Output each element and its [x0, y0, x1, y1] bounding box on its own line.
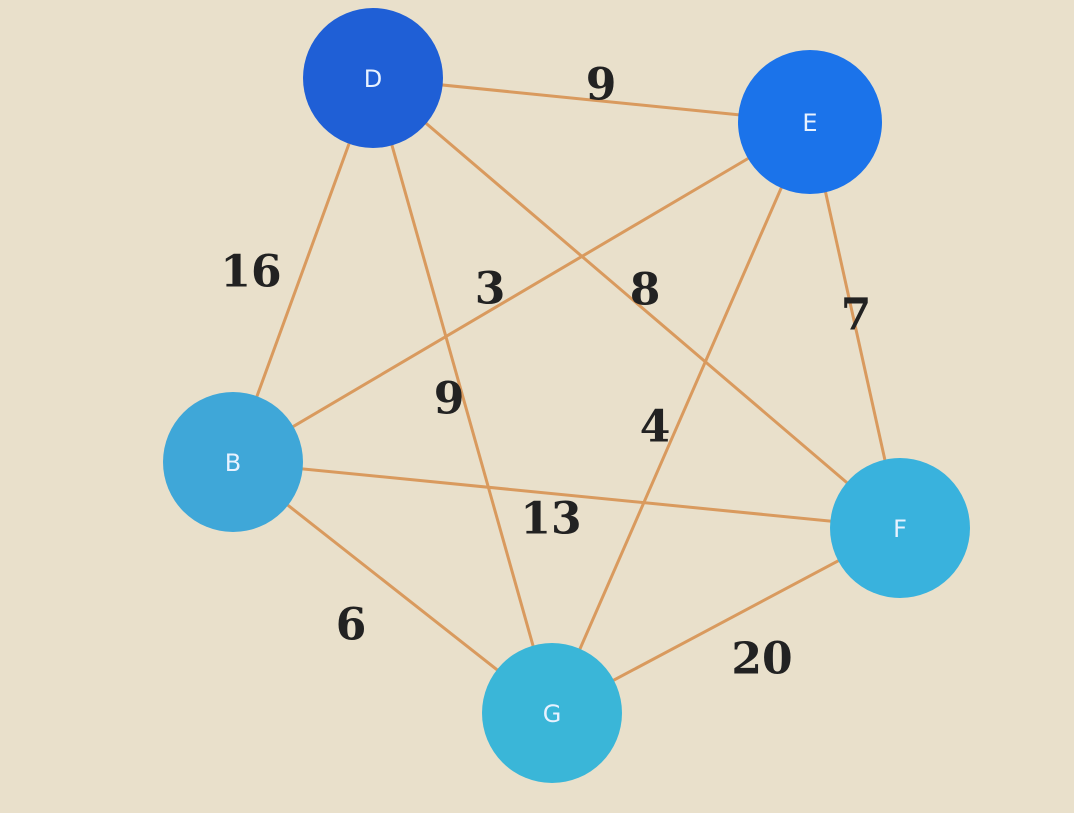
- edge-weight-d-g: 9: [434, 374, 465, 425]
- node-circle-g: [482, 643, 622, 783]
- node-d: D: [303, 8, 443, 148]
- edge-weight-d-f: 8: [630, 265, 661, 316]
- edge-d-e: [371, 76, 812, 124]
- edge-weight-d-b: 16: [220, 247, 281, 298]
- edge-weight-e-b: 3: [475, 264, 506, 315]
- node-e: E: [738, 50, 882, 194]
- node-f: F: [830, 458, 970, 598]
- node-label-e: E: [802, 109, 817, 137]
- node-label-f: F: [893, 515, 907, 543]
- edge-d-f: [371, 76, 902, 530]
- edge-weight-d-e: 9: [586, 60, 617, 111]
- edge-weight-e-f: 7: [841, 290, 872, 341]
- edge-d-g: [371, 76, 554, 715]
- node-circle-d: [303, 8, 443, 148]
- node-label-b: B: [225, 449, 241, 477]
- edge-e-b: [231, 120, 812, 464]
- edge-weight-g-f: 20: [731, 634, 792, 685]
- edge-e-g: [550, 120, 812, 715]
- edge-weight-b-f: 13: [520, 494, 581, 545]
- node-g: G: [482, 643, 622, 783]
- edge-weight-b-g: 6: [336, 600, 367, 651]
- node-label-g: G: [543, 700, 562, 728]
- edge-b-f: [231, 460, 902, 530]
- node-circle-b: [163, 392, 303, 532]
- nodes-layer: D E B F G: [163, 8, 970, 783]
- node-circle-e: [738, 50, 882, 194]
- edge-weights-layer: 9 16 9 8 3 4 7 13 6 20: [220, 60, 871, 685]
- node-b: B: [163, 392, 303, 532]
- node-circle-f: [830, 458, 970, 598]
- edge-weight-e-g: 4: [640, 402, 671, 453]
- node-label-d: D: [364, 65, 382, 93]
